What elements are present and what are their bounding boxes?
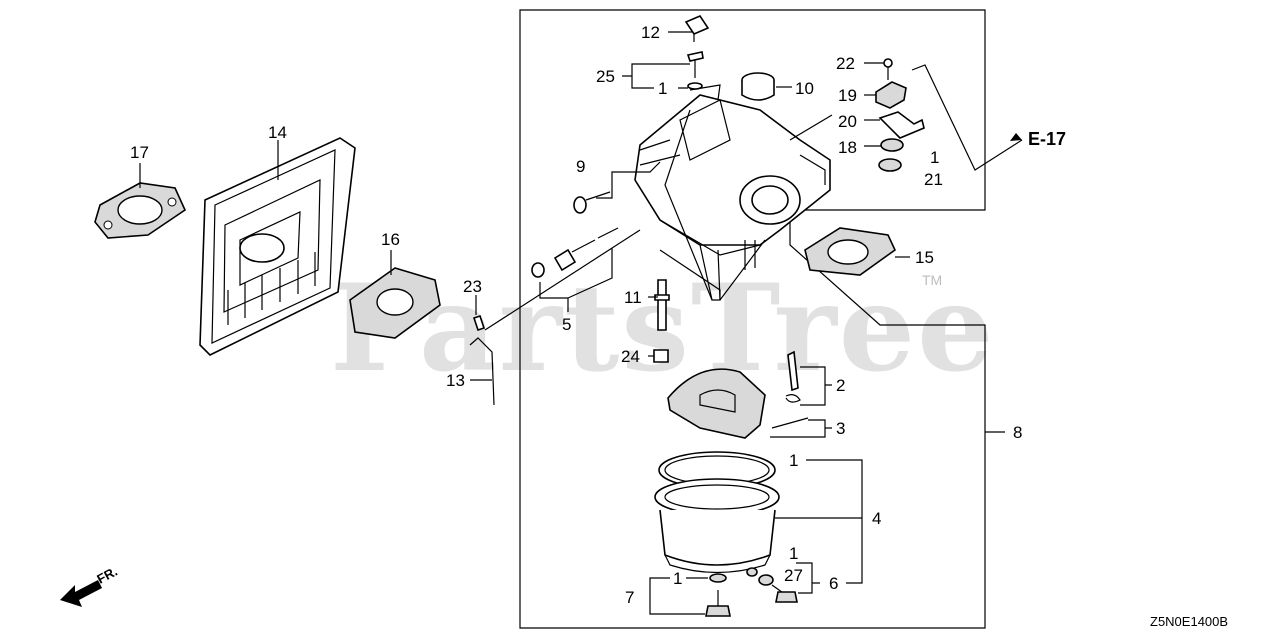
callout-3[interactable]: 3 — [836, 419, 845, 438]
callout-10[interactable]: 10 — [795, 79, 814, 98]
callout-18[interactable]: 18 — [838, 138, 857, 157]
part-6-drain-screw[interactable] — [771, 584, 798, 603]
callout-20[interactable]: 20 — [838, 112, 857, 131]
part-1-o-ring-a[interactable] — [687, 82, 703, 90]
part-24-main-jet[interactable] — [653, 349, 669, 363]
part-7-bolt[interactable] — [705, 590, 731, 617]
part-3-float-pin[interactable] — [771, 417, 809, 429]
callout-13[interactable]: 13 — [446, 371, 465, 390]
front-direction-arrow — [60, 580, 102, 607]
part-17-gasket[interactable] — [94, 182, 187, 239]
part-13-choke-rod[interactable] — [469, 337, 495, 406]
part-14-air-cleaner-plate[interactable] — [199, 137, 356, 356]
part-16-insulator[interactable] — [349, 267, 441, 339]
assembly-frame — [519, 9, 986, 629]
carburetor-body[interactable] — [634, 84, 831, 301]
callout-1[interactable]: 1 — [658, 79, 667, 98]
callout-27[interactable]: 27 — [784, 566, 803, 585]
part-5-pilot-screw[interactable] — [531, 227, 619, 278]
float[interactable] — [667, 368, 766, 439]
callout-16[interactable]: 16 — [381, 230, 400, 249]
callout-21[interactable]: 21 — [924, 170, 943, 189]
callout-25[interactable]: 25 — [596, 67, 615, 86]
callout-2[interactable]: 2 — [836, 376, 845, 395]
part-20-lever[interactable] — [878, 111, 925, 139]
part-12-cap[interactable] — [684, 15, 710, 42]
callout-14[interactable]: 14 — [268, 123, 287, 142]
part-23-clip[interactable] — [472, 314, 486, 332]
part-2-float-valve[interactable] — [785, 350, 801, 403]
callout-8[interactable]: 8 — [1013, 423, 1022, 442]
part-15-gasket[interactable] — [804, 227, 897, 276]
callout-1[interactable]: 1 — [930, 148, 939, 167]
callout-1[interactable]: 1 — [789, 451, 798, 470]
callout-7[interactable]: 7 — [625, 588, 634, 607]
callout-17[interactable]: 17 — [130, 143, 149, 162]
part-9-screw[interactable] — [573, 191, 611, 214]
callout-19[interactable]: 19 — [838, 86, 857, 105]
callout-1[interactable]: 1 — [673, 569, 682, 588]
part-27-washer[interactable] — [758, 574, 774, 586]
part-4-float-chamber[interactable] — [654, 478, 780, 574]
leader-lines — [139, 31, 1023, 615]
part-19-cover[interactable] — [875, 81, 907, 109]
diagram-code: Z5N0E1400B — [1150, 614, 1228, 629]
part-22-screw[interactable] — [883, 58, 893, 80]
reference-e17[interactable]: E-17 — [1028, 129, 1066, 149]
arrow-to-e17 — [1010, 133, 1022, 141]
part-10-cap[interactable] — [741, 72, 775, 101]
callout-23[interactable]: 23 — [463, 277, 482, 296]
part-25-screw[interactable] — [686, 51, 704, 78]
callout-6[interactable]: 6 — [829, 574, 838, 593]
callout-12[interactable]: 12 — [641, 23, 660, 42]
part-1-o-ring-d[interactable] — [746, 567, 758, 577]
callout-9[interactable]: 9 — [576, 157, 585, 176]
callout-15[interactable]: 15 — [915, 248, 934, 267]
part-11-needle-jet[interactable] — [654, 279, 670, 331]
watermark-trademark: TM — [922, 272, 942, 288]
callout-1[interactable]: 1 — [789, 544, 798, 563]
callout-11[interactable]: 11 — [624, 288, 642, 307]
callout-4[interactable]: 4 — [872, 509, 881, 528]
callout-5[interactable]: 5 — [562, 315, 571, 334]
part-21-seal[interactable] — [878, 158, 902, 172]
callout-24[interactable]: 24 — [621, 347, 640, 366]
part-18-valve[interactable] — [880, 138, 904, 152]
part-1-washer-e[interactable] — [709, 573, 727, 583]
callout-22[interactable]: 22 — [836, 54, 855, 73]
